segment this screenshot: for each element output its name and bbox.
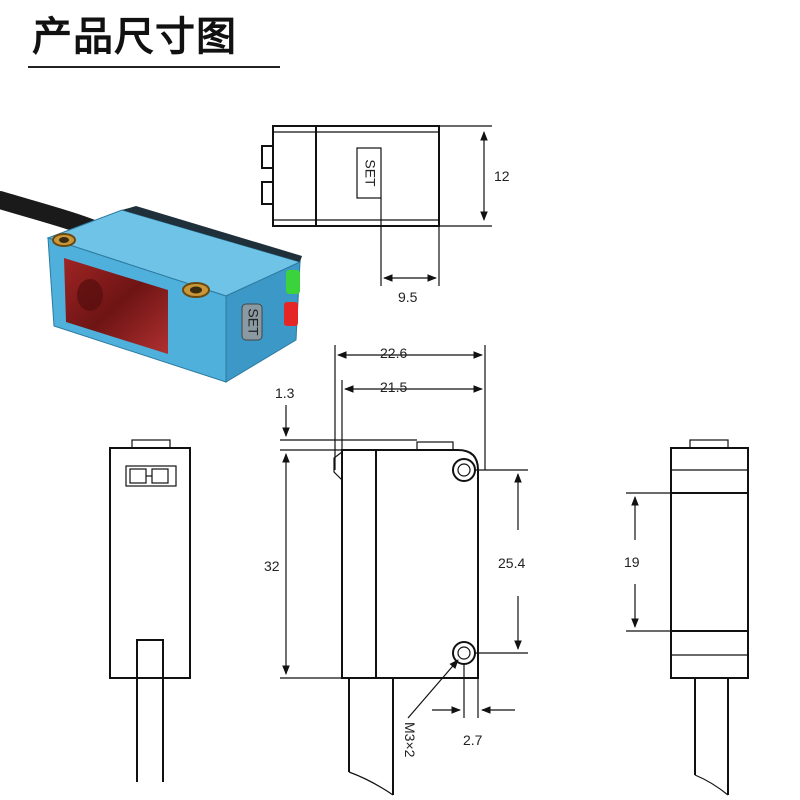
overall-width-dim: 22.6 (380, 345, 407, 361)
mount-hole-2-center (190, 286, 202, 294)
step-dim: 1.3 (275, 385, 295, 401)
left-view-cable-gland (136, 639, 164, 679)
left-view-body (109, 447, 191, 679)
hole-offset-dim: 2.7 (463, 732, 483, 748)
set-button (241, 303, 263, 341)
mount-hole-top (452, 458, 476, 482)
hole-spacing-dim: 25.4 (498, 555, 525, 571)
led-red-icon (284, 302, 298, 326)
front-lens-step (333, 451, 343, 481)
lens-highlight (77, 279, 103, 311)
top-view-set-button (356, 147, 382, 199)
mount-hole-1-center (59, 237, 69, 243)
left-side-view (109, 439, 191, 782)
sensor-side-face (225, 261, 301, 383)
top-view-set-label: SET (362, 159, 378, 187)
page-title: 产品尺寸图 (32, 14, 237, 60)
top-offset-dim: 9.5 (398, 289, 418, 305)
top-view-led-2 (261, 181, 274, 205)
body-width-dim: 21.5 (380, 379, 407, 395)
window-height-dim: 19 (624, 554, 640, 570)
led-green-icon (286, 270, 300, 294)
sensor-back-edge (122, 206, 302, 262)
right-view-body (670, 447, 749, 679)
title-underline (28, 66, 280, 68)
hole-callout: M3×2 (402, 722, 418, 758)
front-top-tab (416, 441, 454, 451)
right-side-view: 19 (624, 439, 749, 796)
top-height-dim: 12 (494, 168, 510, 184)
front-height-dim: 32 (264, 558, 280, 574)
top-view-body (272, 125, 440, 227)
top-view: SET 12 9.5 (261, 125, 510, 305)
mount-hole-bottom (452, 641, 476, 665)
product-photo: SET (0, 191, 302, 383)
hole-callout-leader (407, 659, 459, 719)
set-button-label: SET (245, 308, 261, 336)
top-view-led-1 (261, 145, 274, 169)
front-view-body (341, 449, 479, 679)
front-view: 22.6 21.5 1.3 32 25.4 2.7 M3×2 (264, 345, 528, 796)
left-view-leds (125, 465, 177, 487)
